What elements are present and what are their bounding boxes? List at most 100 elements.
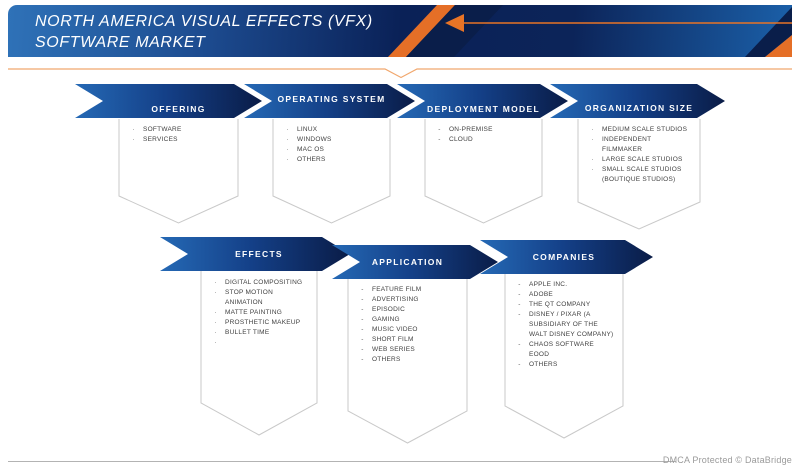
list-item: -FEATURE FILM: [360, 285, 459, 295]
bullet-marker: ·: [132, 136, 135, 143]
list-item: ·OTHERS: [285, 155, 380, 165]
segment-title-effects: EFFECTS: [235, 249, 283, 259]
segment-list-effects: · DIGITAL COMPOSITING · STOP MOTION ANIMATI…: [213, 278, 309, 348]
list-item-text: PROSTHETIC MAKEUP: [225, 319, 301, 326]
bullet-marker: -: [518, 311, 521, 318]
segment-list-application: -FEATURE FILM-ADVERTISING-EPISODIC-GAMIN…: [360, 285, 459, 365]
bullet-marker: ·: [591, 166, 594, 173]
list-item-text: ADOBE: [529, 291, 554, 298]
arrow-banner-offering: [75, 84, 262, 118]
list-item: -CHAOS SOFTWARE EOOD: [517, 340, 615, 360]
segment-title-offering: OFFERING: [151, 104, 206, 114]
segment-list-deployment-model: -ON-PREMISE-CLOUD: [437, 125, 530, 145]
corner-stripe-navy-icon: [745, 7, 792, 57]
list-item: · BULLET TIME: [213, 328, 309, 338]
list-item: ·MATTE PAINTING: [213, 308, 309, 318]
segment-title-deployment-model: DEPLOYMENT MODEL: [427, 104, 540, 114]
list-item-text: OTHERS: [297, 156, 326, 163]
segment-list-companies: -APPLE INC.-ADOBE-THE QT COMPANY-DISNEY …: [517, 280, 615, 370]
page-title-line1: NORTH AMERICA VISUAL EFFECTS (VFX): [35, 13, 373, 30]
bullet-marker: ·: [591, 156, 594, 163]
bullet-marker: -: [518, 291, 521, 298]
list-item: -WEB SERIES: [360, 345, 459, 355]
list-item: - SHORT FILM: [360, 335, 459, 345]
bullet-marker: ·: [286, 126, 289, 133]
arrow-banner-deployment-model: [397, 84, 568, 118]
segment-outline-offering: [118, 119, 239, 224]
bullet-marker: -: [361, 326, 364, 333]
list-item-text: LINUX: [297, 126, 318, 133]
list-item: ·: [213, 338, 309, 348]
list-item-text: MUSIC VIDEO: [372, 326, 418, 333]
bullet-marker: ·: [286, 146, 289, 153]
header-underline: [8, 68, 792, 79]
bullet-marker: -: [361, 286, 364, 293]
list-item: ·MEDIUM SCALE STUDIOS: [590, 125, 692, 135]
footer-copyright: DMCA Protected © DataBridge: [662, 455, 792, 465]
segment-outline-deployment-model: [424, 119, 543, 224]
list-item: · MAC OS: [285, 145, 380, 155]
arrow-banner-organization-size: [550, 84, 725, 118]
bullet-marker: -: [361, 316, 364, 323]
list-item-text: DIGITAL COMPOSITING: [225, 279, 303, 286]
list-item-text: MAC OS: [297, 146, 325, 153]
list-item: · STOP MOTION ANIMATION: [213, 288, 309, 308]
bullet-marker: -: [361, 336, 364, 343]
list-item-text: MATTE PAINTING: [225, 309, 283, 316]
list-item: · LINUX: [285, 125, 380, 135]
segment-outline-effects: [200, 271, 318, 436]
diagonal-stripe-navy-icon: [406, 5, 503, 57]
list-item: · PROSTHETIC MAKEUP: [213, 318, 309, 328]
list-item: ·SERVICES: [131, 135, 228, 145]
bullet-marker: -: [518, 341, 521, 348]
list-item-text: WEB SERIES: [372, 346, 415, 353]
bullet-marker: ·: [214, 279, 217, 286]
list-item: -APPLE INC.: [517, 280, 615, 290]
bullet-marker: ·: [214, 319, 217, 326]
list-item: ·WINDOWS: [285, 135, 380, 145]
bullet-marker: -: [518, 281, 521, 288]
segment-list-operating-system: ·LINUX·WINDOWS·MAC OS·OTHERS: [285, 125, 380, 165]
list-item: · INDEPENDENT FILMMAKER: [590, 135, 692, 155]
bullet-marker: ·: [286, 136, 289, 143]
bullet-marker: -: [438, 126, 441, 133]
bullet-marker: ·: [591, 136, 594, 143]
arrow-banner-companies: [480, 240, 653, 274]
page-title: NORTH AMERICA VISUAL EFFECTS (VFX) SOFTWA…: [35, 11, 373, 53]
list-item-text: CLOUD: [449, 136, 474, 143]
list-item-text: THE QT COMPANY: [529, 301, 591, 308]
list-item: ·LARGE SCALE STUDIOS: [590, 155, 692, 165]
arrow-banner-operating-system: [244, 84, 415, 118]
list-item-text: ADVERTISING: [372, 296, 419, 303]
segment-outline-application: [347, 279, 468, 444]
header-banner: NORTH AMERICA VISUAL EFFECTS (VFX) SOFTWA…: [8, 5, 792, 57]
list-item: - GAMING: [360, 315, 459, 325]
header-decoration: [388, 5, 792, 57]
bullet-marker: -: [518, 301, 521, 308]
list-item: ·SMALL SCALE STUDIOS (BOUTIQUE STUDIOS): [590, 165, 692, 185]
list-item-text: BULLET TIME: [225, 329, 270, 336]
segment-list-organization-size: ·MEDIUM SCALE STUDIOS·INDEPENDENT FILMMA…: [590, 125, 692, 185]
list-item: -OTHERS: [360, 355, 459, 365]
list-item-text: SHORT FILM: [372, 336, 414, 343]
bullet-marker: -: [438, 136, 441, 143]
segment-title-organization-size: ORGANIZATION SIZE: [584, 103, 694, 113]
segment-title-application: APPLICATION: [371, 257, 444, 267]
list-item: - THE QT COMPANY: [517, 300, 615, 310]
corner-stripe-orange-icon: [765, 35, 792, 57]
list-item-text: INDEPENDENT FILMMAKER: [602, 136, 652, 153]
list-item-text: STOP MOTION ANIMATION: [225, 289, 274, 306]
left-arrow-icon: [445, 14, 464, 32]
bullet-marker: ·: [214, 329, 217, 336]
bullet-marker: ·: [214, 289, 217, 296]
segment-outline-operating-system: [272, 119, 391, 224]
bullet-marker: -: [518, 361, 521, 368]
list-item-text: GAMING: [372, 316, 400, 323]
page-title-line2: SOFTWARE MARKET: [35, 34, 206, 51]
segment-title-companies: COMPANIES: [532, 252, 596, 262]
list-item-text: OTHERS: [529, 361, 558, 368]
list-item: - OTHERS: [517, 360, 615, 370]
bullet-marker: -: [361, 296, 364, 303]
